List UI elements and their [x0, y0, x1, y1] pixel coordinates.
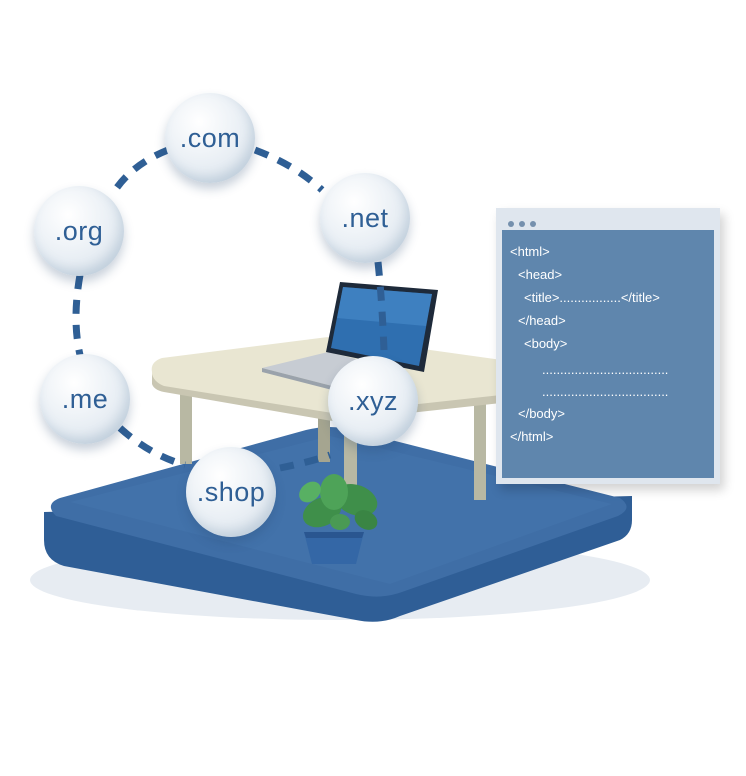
code-window: <html> <head> <title>.................</…	[496, 208, 720, 484]
domain-label-org: .org	[54, 215, 104, 246]
domain-label-com: .com	[179, 122, 241, 153]
window-dots	[508, 214, 541, 232]
code-line: <title>.................</title>	[524, 290, 660, 305]
window-dot-icon	[508, 221, 514, 227]
code-line: <html>	[510, 244, 550, 259]
code-line: <head>	[518, 267, 563, 282]
domain-bubble-xyz: .xyz	[328, 356, 418, 446]
domain-label-xyz: .xyz	[347, 385, 398, 416]
code-line: </html>	[510, 429, 554, 444]
domain-bubble-me: .me	[40, 354, 130, 444]
code-line: </body>	[518, 406, 565, 421]
domain-label-net: .net	[341, 202, 389, 233]
window-dot-icon	[519, 221, 525, 227]
window-dot-icon	[530, 221, 536, 227]
table-leg	[180, 386, 192, 464]
dashed-ring	[72, 146, 388, 472]
table-leg	[318, 408, 330, 462]
code-line: <body>	[524, 336, 568, 351]
domain-bubble-shop: .shop	[186, 447, 276, 537]
domain-label-me: .me	[61, 383, 109, 414]
plant-pot	[304, 532, 364, 564]
domain-bubble-org: .org	[34, 186, 124, 276]
code-line: ...................................	[542, 362, 669, 377]
domain-bubble-net: .net	[320, 173, 410, 263]
domain-label-shop: .shop	[196, 476, 266, 507]
table-leg	[474, 392, 486, 500]
code-line: </head>	[518, 313, 566, 328]
code-line: ...................................	[542, 384, 669, 399]
domain-bubble-com: .com	[165, 93, 255, 183]
plant-leaves	[299, 474, 378, 530]
